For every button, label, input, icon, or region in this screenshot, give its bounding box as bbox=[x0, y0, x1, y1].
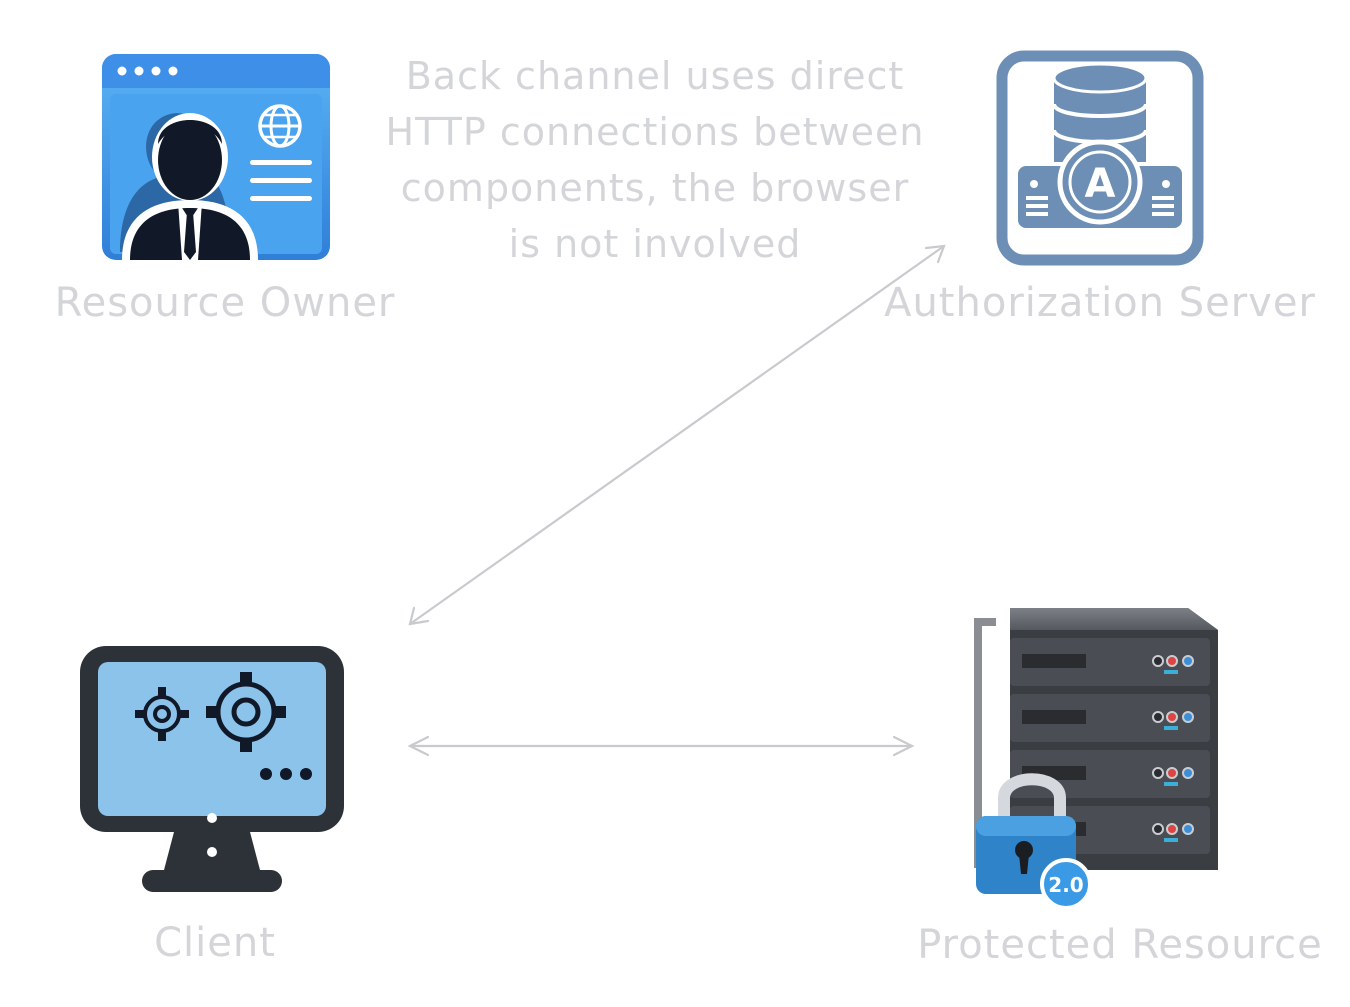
resource-owner-icon bbox=[100, 52, 332, 262]
note-line: HTTP connections between bbox=[385, 110, 925, 154]
protected-resource-label: Protected Resource bbox=[917, 922, 1323, 968]
oauth-version-badge: 2.0 bbox=[1048, 873, 1083, 897]
server-units bbox=[1010, 638, 1210, 854]
back-channel-note: Back channel uses direct HTTP connection… bbox=[345, 48, 965, 272]
note-line: is not involved bbox=[508, 222, 802, 266]
protected-resource-server-icon: 2.0 bbox=[966, 608, 1222, 910]
authorization-server-label: Authorization Server bbox=[884, 280, 1316, 326]
arrow-client-protected-resource bbox=[407, 735, 915, 757]
resource-owner-label: Resource Owner bbox=[54, 280, 396, 326]
client-label: Client bbox=[154, 920, 276, 966]
auth-server-badge: A bbox=[1085, 161, 1116, 207]
note-line: Back channel uses direct bbox=[405, 54, 905, 98]
authorization-server-icon: A bbox=[996, 50, 1204, 266]
note-line: components, the browser bbox=[400, 166, 910, 210]
client-computer-icon bbox=[76, 642, 348, 896]
arrow-client-authorization-server bbox=[408, 244, 946, 626]
